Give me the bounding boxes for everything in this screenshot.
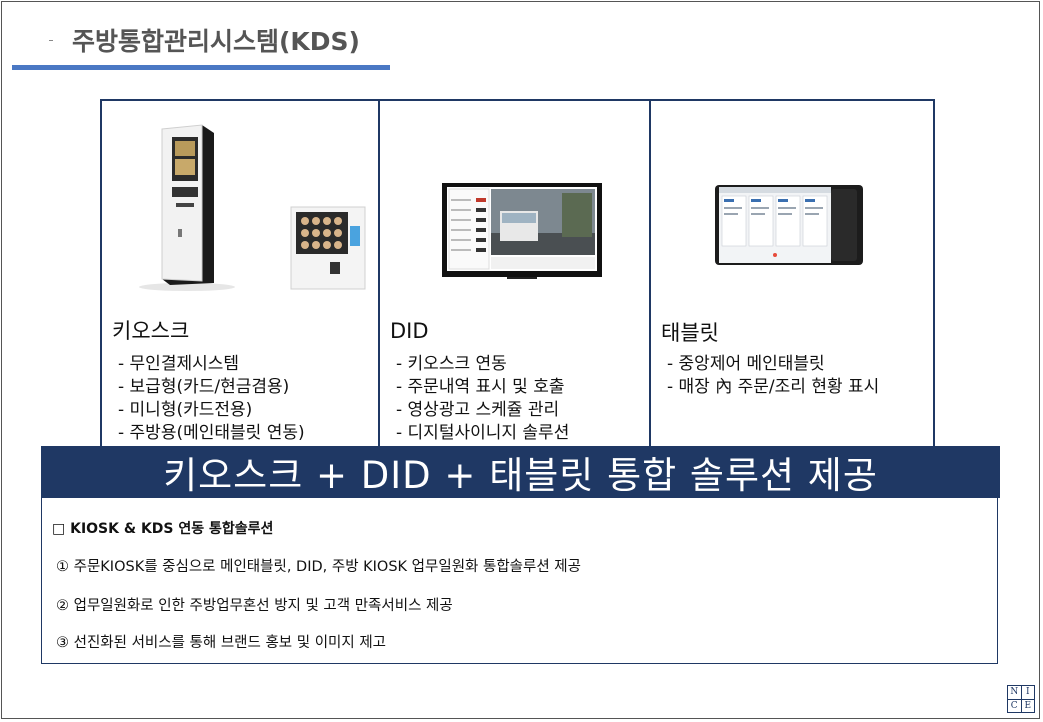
panel-title-kiosk: 키오스크 [112, 319, 190, 343]
info-box: □ KIOSK & KDS 연동 통합솔루션 ① 주문KIOSK를 중심으로 메… [41, 498, 998, 664]
product-panels: 키오스크 - 무인결제시스템 - 보급형(카드/현금겸용) - 미니형(카드전용… [100, 99, 935, 449]
page-title: 주방통합관리시스템(KDS) [72, 27, 360, 56]
info-item: ① 주문KIOSK를 중심으로 메인태블릿, DID, 주방 KIOSK 업무일… [56, 559, 581, 575]
panel-tablet: 태블릿 - 중앙제어 메인태블릿 - 매장 內 주문/조리 현황 표시 [651, 101, 935, 447]
feature-item: - 무인결제시스템 [118, 354, 240, 374]
panel-did: DID - 키오스크 연동 - 주문내역 표시 및 호출 - 영상광고 스케쥴 … [380, 101, 651, 447]
title-dash [49, 40, 53, 41]
panel-kiosk: 키오스크 - 무인결제시스템 - 보급형(카드/현금겸용) - 미니형(카드전용… [102, 101, 380, 447]
did-feature-list: - 키오스크 연동 - 주문내역 표시 및 호출 - 영상광고 스케쥴 관리 -… [396, 353, 569, 445]
panel-title-tablet: 태블릿 [661, 321, 719, 345]
feature-item: - 중앙제어 메인태블릿 [667, 354, 825, 374]
info-item: ② 업무일원화로 인한 주방업무혼선 방지 및 고객 만족서비스 제공 [56, 598, 453, 614]
info-item: ③ 선진화된 서비스를 통해 브랜드 홍보 및 이미지 제고 [56, 635, 387, 651]
feature-item: - 키오스크 연동 [396, 354, 507, 374]
title-underline [12, 65, 390, 70]
logo-letter: E [1021, 699, 1034, 712]
solution-banner: 키오스크 + DID + 태블릿 통합 솔루션 제공 [41, 446, 1000, 498]
feature-item: - 주방용(메인태블릿 연동) [118, 423, 305, 443]
logo-letter: N [1008, 686, 1021, 699]
panel-title-did: DID [390, 319, 429, 343]
kiosk-standing-image [139, 124, 235, 291]
tablet-feature-list: - 중앙제어 메인태블릿 - 매장 內 주문/조리 현황 표시 [667, 353, 879, 399]
logo-letter: C [1008, 699, 1021, 712]
feature-item: - 보급형(카드/현금겸용) [118, 377, 290, 397]
feature-item: - 주문내역 표시 및 호출 [396, 377, 565, 397]
did-monitor-image [442, 183, 602, 279]
kiosk-mini-image [290, 206, 366, 290]
feature-item: - 영상광고 스케쥴 관리 [396, 400, 560, 420]
feature-item: - 미니형(카드전용) [118, 400, 253, 420]
info-heading: □ KIOSK & KDS 연동 통합솔루션 [52, 521, 274, 537]
feature-item: - 디지털사이니지 솔루션 [396, 423, 570, 443]
kiosk-feature-list: - 무인결제시스템 - 보급형(카드/현금겸용) - 미니형(카드전용) - 주… [118, 353, 305, 445]
logo-letter: I [1021, 686, 1034, 699]
feature-item: - 매장 內 주문/조리 현황 표시 [667, 377, 880, 397]
tablet-image [715, 185, 863, 265]
nice-logo: N I C E [1007, 685, 1035, 713]
